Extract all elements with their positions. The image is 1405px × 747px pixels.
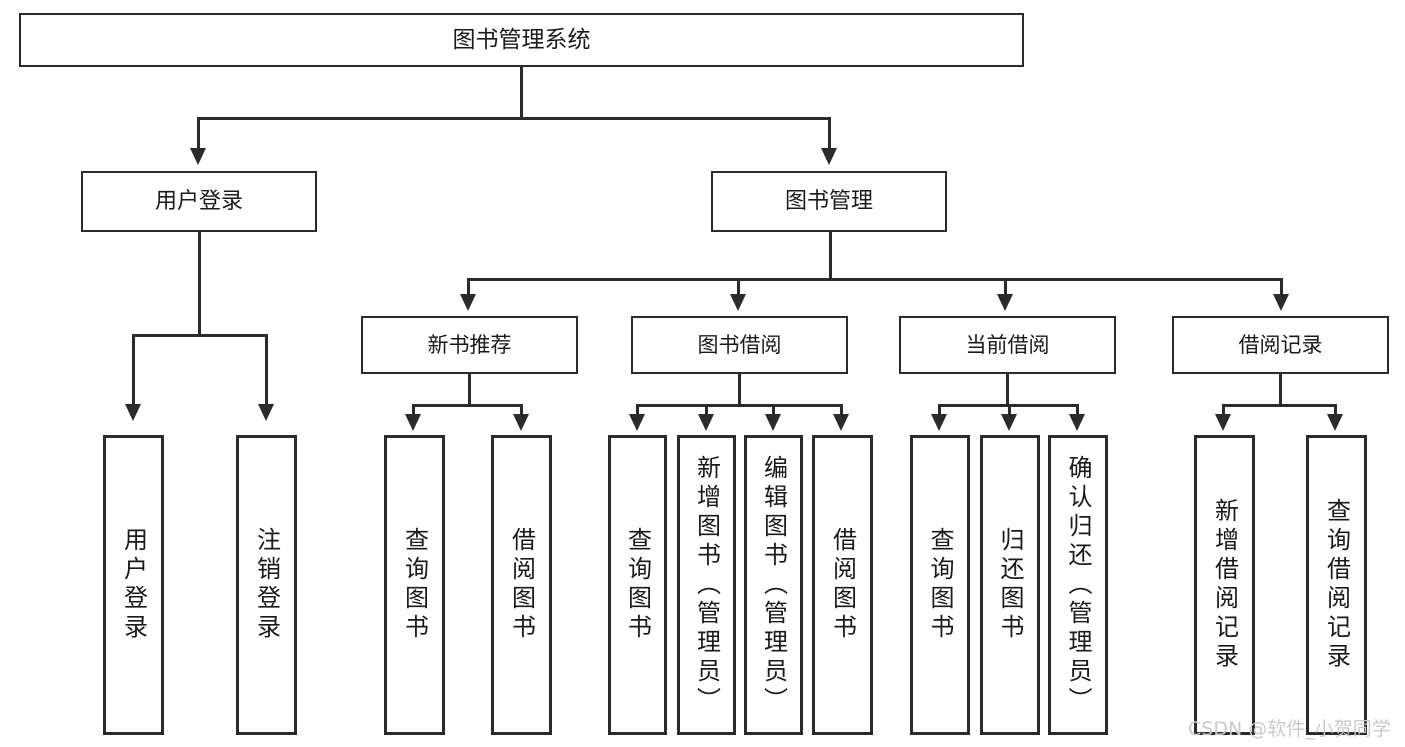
leaf-nbr-borrow-book[interactable]: 借阅图书 bbox=[491, 435, 552, 735]
leaf-cb-return-book[interactable]: 归还图书 bbox=[980, 435, 1040, 735]
leaf-nbr-query-book[interactable]: 查询图书 bbox=[384, 435, 445, 735]
connector-drop-borrow-record bbox=[1280, 278, 1283, 296]
arrowhead-leaf-nbr-1 bbox=[513, 414, 529, 431]
node-label: 借阅记录 bbox=[1238, 332, 1323, 357]
arrowhead-user-login bbox=[190, 148, 206, 165]
arrowhead-leaf-bb-1 bbox=[698, 414, 714, 431]
node-label: 图书借阅 bbox=[697, 332, 782, 357]
leaf-bb-query-book[interactable]: 查询图书 bbox=[608, 435, 667, 735]
connector-root-stem bbox=[520, 67, 523, 119]
connector-book-manage-bus bbox=[467, 278, 1283, 281]
connector-bb-bus bbox=[636, 404, 843, 407]
connector-drop-leaf-cb-0 bbox=[938, 404, 941, 416]
connector-drop-current-borrow bbox=[1004, 278, 1007, 296]
node-label: 借阅图书 bbox=[828, 527, 857, 643]
arrowhead-new-book bbox=[460, 294, 476, 311]
connector-drop-leaf-bb-0 bbox=[636, 404, 639, 416]
node-book-manage[interactable]: 图书管理 bbox=[711, 171, 947, 232]
arrowhead-book-manage bbox=[821, 148, 837, 165]
node-label: 查询图书 bbox=[623, 527, 652, 643]
leaf-user-login-login[interactable]: 用户登录 bbox=[103, 435, 164, 735]
leaf-bb-edit-book-admin[interactable]: 编辑图书（管理员） bbox=[744, 435, 803, 735]
connector-drop-leaf-nbr-1 bbox=[520, 404, 523, 416]
connector-book-manage-stem bbox=[829, 232, 832, 280]
arrowhead-leaf-br-0 bbox=[1215, 414, 1231, 431]
connector-br-bus bbox=[1222, 404, 1337, 407]
arrowhead-book-borrow bbox=[730, 294, 746, 311]
connector-drop-leaf-bb-1 bbox=[705, 404, 708, 416]
connector-user-login-stem bbox=[198, 232, 201, 336]
node-label: 图书管理 bbox=[784, 188, 873, 214]
connector-drop-leaf-br-1 bbox=[1334, 404, 1337, 416]
connector-user-login-bus bbox=[132, 334, 268, 337]
node-current-borrow[interactable]: 当前借阅 bbox=[899, 316, 1116, 374]
leaf-cb-query-book[interactable]: 查询图书 bbox=[910, 435, 970, 735]
connector-br-stem bbox=[1279, 374, 1282, 406]
node-label: 借阅图书 bbox=[507, 527, 536, 643]
arrowhead-leaf-nbr-0 bbox=[405, 414, 421, 431]
node-label: 查询借阅记录 bbox=[1322, 498, 1351, 672]
arrowhead-leaf-cb-0 bbox=[931, 414, 947, 431]
arrowhead-borrow-record bbox=[1273, 294, 1289, 311]
connector-drop-user-login bbox=[197, 117, 200, 150]
leaf-cb-confirm-return-admin[interactable]: 确认归还（管理员） bbox=[1048, 435, 1108, 735]
connector-drop-leaf-cb-2 bbox=[1076, 404, 1079, 416]
connector-cb-stem bbox=[1006, 374, 1009, 406]
csdn-watermark: CSDN @软件_小贺同学 bbox=[1188, 718, 1391, 740]
connector-drop-leaf-bb-3 bbox=[840, 404, 843, 416]
node-label: 新增借阅记录 bbox=[1210, 498, 1239, 672]
connector-drop-leaf-ul-1 bbox=[265, 334, 268, 406]
node-user-login[interactable]: 用户登录 bbox=[81, 171, 317, 232]
connector-drop-new-book bbox=[467, 278, 470, 296]
connector-drop-book-manage bbox=[828, 117, 831, 150]
node-root-system[interactable]: 图书管理系统 bbox=[19, 13, 1024, 67]
node-label: 用户登录 bbox=[154, 188, 243, 214]
connector-drop-leaf-br-0 bbox=[1222, 404, 1225, 416]
connector-nbr-bus bbox=[412, 404, 523, 407]
arrowhead-leaf-ul-0 bbox=[125, 404, 141, 421]
arrowhead-leaf-ul-1 bbox=[258, 404, 274, 421]
node-borrow-record[interactable]: 借阅记录 bbox=[1172, 316, 1389, 374]
node-label: 注销登录 bbox=[252, 527, 281, 643]
arrowhead-leaf-cb-1 bbox=[1001, 414, 1017, 431]
node-label: 新书推荐 bbox=[427, 332, 512, 357]
connector-drop-leaf-ul-0 bbox=[132, 334, 135, 406]
connector-drop-leaf-bb-2 bbox=[772, 404, 775, 416]
connector-root-bus bbox=[197, 117, 831, 120]
arrowhead-current-borrow bbox=[997, 294, 1013, 311]
node-label: 编辑图书（管理员） bbox=[759, 454, 788, 716]
arrowhead-leaf-bb-2 bbox=[765, 414, 781, 431]
node-label: 图书管理系统 bbox=[452, 26, 591, 53]
connector-drop-book-borrow bbox=[737, 278, 740, 296]
node-new-book-recommend[interactable]: 新书推荐 bbox=[361, 316, 578, 374]
arrowhead-leaf-bb-0 bbox=[629, 414, 645, 431]
connector-nbr-stem bbox=[468, 374, 471, 406]
node-label: 查询图书 bbox=[400, 527, 429, 643]
node-label: 新增图书（管理员） bbox=[692, 454, 721, 716]
leaf-br-add-record[interactable]: 新增借阅记录 bbox=[1194, 435, 1255, 735]
arrowhead-leaf-br-1 bbox=[1327, 414, 1343, 431]
connector-drop-leaf-cb-1 bbox=[1008, 404, 1011, 416]
leaf-br-query-record[interactable]: 查询借阅记录 bbox=[1306, 435, 1367, 735]
node-label: 用户登录 bbox=[119, 527, 148, 643]
node-label: 当前借阅 bbox=[965, 332, 1050, 357]
connector-bb-stem bbox=[738, 374, 741, 406]
arrowhead-leaf-cb-2 bbox=[1069, 414, 1085, 431]
node-book-borrow[interactable]: 图书借阅 bbox=[631, 316, 848, 374]
node-label: 确认归还（管理员） bbox=[1064, 454, 1092, 716]
arrowhead-leaf-bb-3 bbox=[833, 414, 849, 431]
leaf-user-login-logout[interactable]: 注销登录 bbox=[236, 435, 297, 735]
leaf-bb-add-book-admin[interactable]: 新增图书（管理员） bbox=[677, 435, 736, 735]
node-label: 查询图书 bbox=[926, 527, 954, 643]
node-label: 归还图书 bbox=[996, 527, 1024, 643]
connector-drop-leaf-nbr-0 bbox=[412, 404, 415, 416]
leaf-bb-borrow-book[interactable]: 借阅图书 bbox=[812, 435, 873, 735]
